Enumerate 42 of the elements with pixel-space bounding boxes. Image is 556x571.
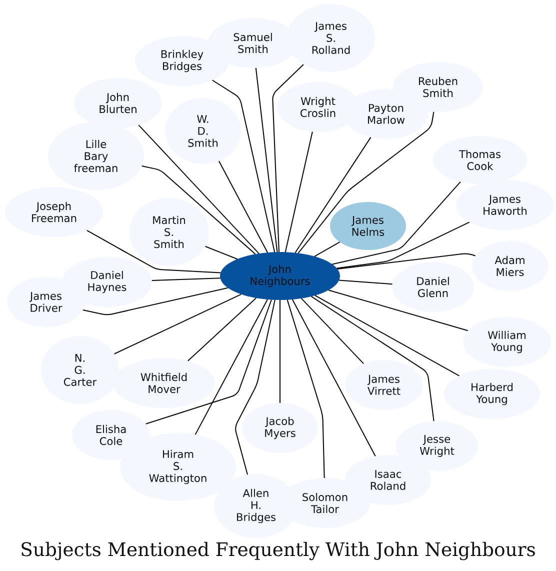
- connector-line: [338, 280, 393, 285]
- connector-line: [218, 160, 268, 254]
- connector-line: [151, 278, 221, 281]
- connector-line: [310, 296, 434, 422]
- connector-line: [328, 290, 468, 332]
- node-label: Solomon Tailor: [302, 492, 348, 514]
- connector-line: [212, 80, 276, 253]
- connector-line: [187, 298, 257, 362]
- connector-line: [235, 299, 276, 476]
- connector-line: [286, 299, 325, 478]
- connector-line: [141, 165, 256, 255]
- node-label: Samuel Smith: [234, 32, 272, 54]
- node-label: Brinkley Bridges: [161, 50, 204, 72]
- connector-line: [294, 136, 372, 254]
- connector-line: [204, 246, 238, 260]
- connector-line: [298, 111, 434, 254]
- connector-line: [255, 67, 278, 253]
- connector-line: [300, 298, 364, 364]
- node-label: Daniel Haynes: [88, 270, 126, 294]
- connector-line: [272, 64, 304, 252]
- node-label: James Driver: [29, 292, 62, 312]
- connector-line: [138, 124, 260, 254]
- node-label: John Blurten: [100, 92, 136, 114]
- connector-line: [336, 253, 476, 270]
- node-label: Whitfield Mover: [140, 372, 187, 394]
- connector-line: [194, 298, 268, 436]
- node-label: James Haworth: [484, 195, 527, 215]
- title: Subjects Mentioned Frequently With John Neighbours: [22, 542, 535, 560]
- connector-line: [114, 294, 242, 354]
- node-label: Lille Bary freeman: [74, 140, 118, 172]
- node-label: Thomas Cook: [458, 150, 500, 170]
- connector-line: [145, 299, 272, 424]
- connector-line: [292, 298, 376, 457]
- connector-line: [86, 230, 222, 274]
- connector-line: [336, 222, 470, 269]
- node-label: Allen H. Bridges: [236, 488, 276, 524]
- connector-line: [82, 287, 228, 316]
- node-label: Wright Croslin: [300, 96, 336, 118]
- connector-line: [332, 181, 461, 265]
- connector-line: [284, 131, 313, 253]
- connector-line: [314, 242, 340, 257]
- connector-line: [314, 295, 460, 376]
